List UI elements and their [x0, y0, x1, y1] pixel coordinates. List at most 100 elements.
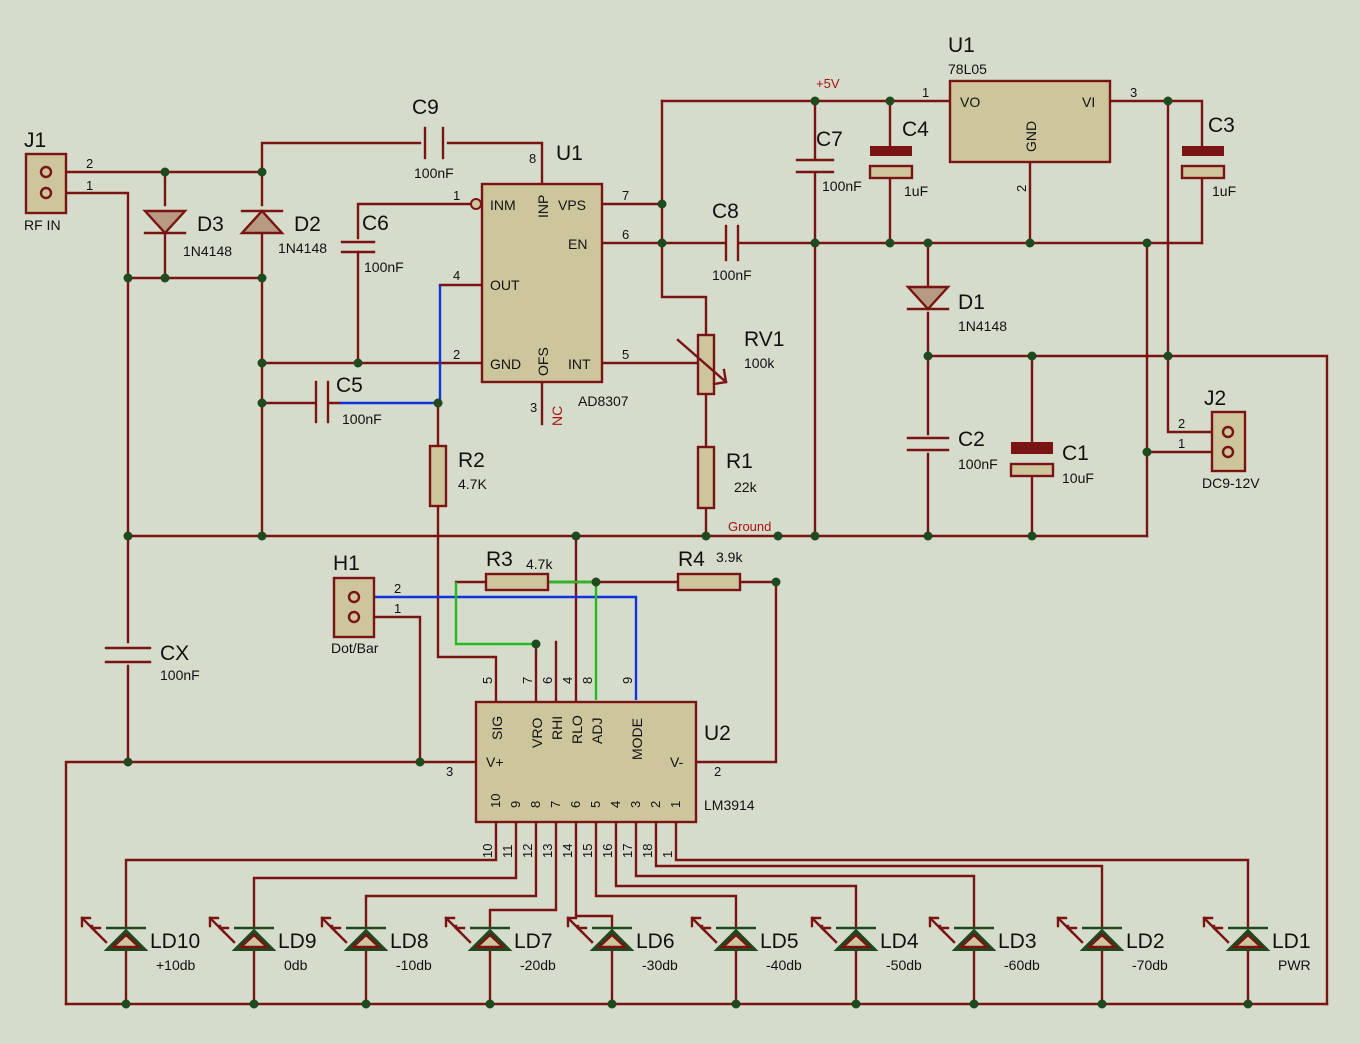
- value-label: -30db: [642, 957, 678, 973]
- net-label-plus5v: +5V: [816, 76, 840, 91]
- diode-d2[interactable]: D2 1N4148: [239, 209, 327, 256]
- pin-number: 6: [540, 677, 555, 684]
- resistor-r3[interactable]: R3 4.7k: [484, 548, 553, 592]
- ref-label: LD2: [1126, 930, 1165, 953]
- pin-number: 3: [628, 801, 643, 808]
- capacitor-c6[interactable]: C6 100nF: [340, 212, 404, 275]
- pin-number: 4: [453, 268, 460, 283]
- value-label: RF IN: [24, 217, 61, 233]
- value-label: DC9-12V: [1202, 475, 1260, 491]
- ref-label: C6: [362, 212, 389, 235]
- capacitor-c5[interactable]: C5 100nF: [314, 374, 382, 427]
- pin-number: 1: [453, 188, 460, 203]
- led-ld5[interactable]: LD5-40db: [690, 916, 802, 973]
- pin-label: RLO: [569, 715, 585, 744]
- resistor-r4[interactable]: R4 3.9k: [676, 548, 743, 592]
- capacitor-c7[interactable]: C7 100nF: [795, 128, 862, 194]
- ref-label: C9: [412, 96, 439, 119]
- capacitor-c4[interactable]: C4 1uF: [868, 118, 929, 199]
- pin-number: 2: [1014, 185, 1029, 192]
- header-h1[interactable]: H1 Dot/Bar 2 1: [331, 552, 401, 656]
- value-label: 100k: [744, 355, 775, 371]
- pin-number: 8: [528, 801, 543, 808]
- ref-label: RV1: [744, 328, 784, 351]
- led-ld2[interactable]: LD2 -70db: [1056, 916, 1168, 973]
- pin-number: 16: [600, 844, 615, 858]
- diode-d1[interactable]: D1 1N4148: [905, 285, 1007, 334]
- ref-label: R1: [726, 450, 753, 473]
- pin-number: 9: [508, 801, 523, 808]
- ref-label: C8: [712, 200, 739, 223]
- pin-number: 1: [660, 851, 675, 858]
- resistor-r1[interactable]: R1 22k: [696, 445, 758, 510]
- ref-label: C1: [1062, 442, 1089, 465]
- ref-label: U2: [704, 722, 731, 745]
- capacitor-c2[interactable]: C2 100nF: [906, 428, 998, 472]
- capacitor-c1[interactable]: C1 10uF: [1009, 442, 1094, 486]
- value-label: 10uF: [1062, 470, 1094, 486]
- capacitor-c8[interactable]: C8 100nF: [712, 200, 752, 283]
- regulator-u1-78l05[interactable]: U1 78L05 VO VI GND 1 2 3: [922, 34, 1137, 192]
- ref-label: R3: [486, 548, 513, 571]
- pin-label: V+: [486, 754, 504, 770]
- led-ld10[interactable]: LD10+10db: [80, 916, 200, 973]
- ref-label: CX: [160, 642, 189, 665]
- ref-label: LD6: [636, 930, 675, 953]
- ic-u2-lm3914[interactable]: U2 LM3914 SIG VRO RHI RLO ADJ MODE V+ V-…: [446, 677, 755, 858]
- ref-label: D3: [197, 213, 224, 236]
- led-ld7[interactable]: LD7-20db: [444, 916, 556, 973]
- led-ld8[interactable]: LD8-10db: [320, 916, 432, 973]
- led-ld4[interactable]: LD4-50db: [810, 916, 922, 973]
- ref-label: R4: [678, 548, 705, 571]
- value-label: 100nF: [958, 456, 998, 472]
- value-label: 100nF: [822, 178, 862, 194]
- pin-number: 9: [620, 677, 635, 684]
- ref-label: C2: [958, 428, 985, 451]
- led-bar: LD10+10dbLD90dbLD8-10dbLD7-20dbLD6-30dbL…: [80, 916, 1311, 973]
- ref-label: H1: [333, 552, 360, 575]
- ref-label: J1: [24, 129, 46, 152]
- value-label: 4.7k: [526, 556, 553, 572]
- capacitor-c3[interactable]: C3 1uF: [1180, 114, 1236, 199]
- value-label: -60db: [1004, 957, 1040, 973]
- pin-number: 7: [520, 677, 535, 684]
- led-ld3[interactable]: LD3-60db: [928, 916, 1040, 973]
- resistor-r2[interactable]: R2 4.7K: [428, 444, 487, 508]
- pin-number: 10: [480, 844, 495, 858]
- ref-label: D1: [958, 291, 985, 314]
- ic-u1-ad8307[interactable]: U1 AD8307 INM INP VPS EN OUT GND OFS INT…: [453, 142, 629, 426]
- pin-number: 3: [1130, 85, 1137, 100]
- value-label: 1N4148: [958, 318, 1007, 334]
- net-label-ground: Ground: [728, 519, 771, 534]
- ref-label: C3: [1208, 114, 1235, 137]
- capacitor-c9[interactable]: C9 100nF: [412, 96, 454, 181]
- pin-number: 2: [648, 801, 663, 808]
- pin-number: 1: [86, 178, 93, 193]
- pin-label: OFS: [535, 347, 551, 376]
- pin-label: INT: [568, 356, 591, 372]
- pin-number: 5: [588, 801, 603, 808]
- connector-j1[interactable]: J1 RF IN 2 1: [24, 129, 93, 233]
- connector-j2[interactable]: J2 DC9-12V 2 1: [1178, 387, 1260, 491]
- capacitor-cx[interactable]: CX 100nF: [104, 642, 200, 683]
- value-label: -70db: [1132, 957, 1168, 973]
- pin-label: RHI: [549, 716, 565, 740]
- diode-d3[interactable]: D3 1N4148: [142, 209, 232, 259]
- led-ld6[interactable]: LD6 -30db: [566, 916, 678, 973]
- pin-number: 7: [548, 801, 563, 808]
- pin-number: 2: [1178, 416, 1185, 431]
- pin-number: 5: [622, 347, 629, 362]
- ref-label: D2: [294, 213, 321, 236]
- value-label: PWR: [1278, 957, 1311, 973]
- pin-number: 2: [86, 156, 93, 171]
- ref-label: J2: [1204, 387, 1226, 410]
- value-label: 1uF: [1212, 183, 1236, 199]
- potentiometer-rv1[interactable]: RV1 100k: [676, 328, 784, 396]
- ref-label: U1: [948, 34, 975, 57]
- value-label: 100nF: [712, 267, 752, 283]
